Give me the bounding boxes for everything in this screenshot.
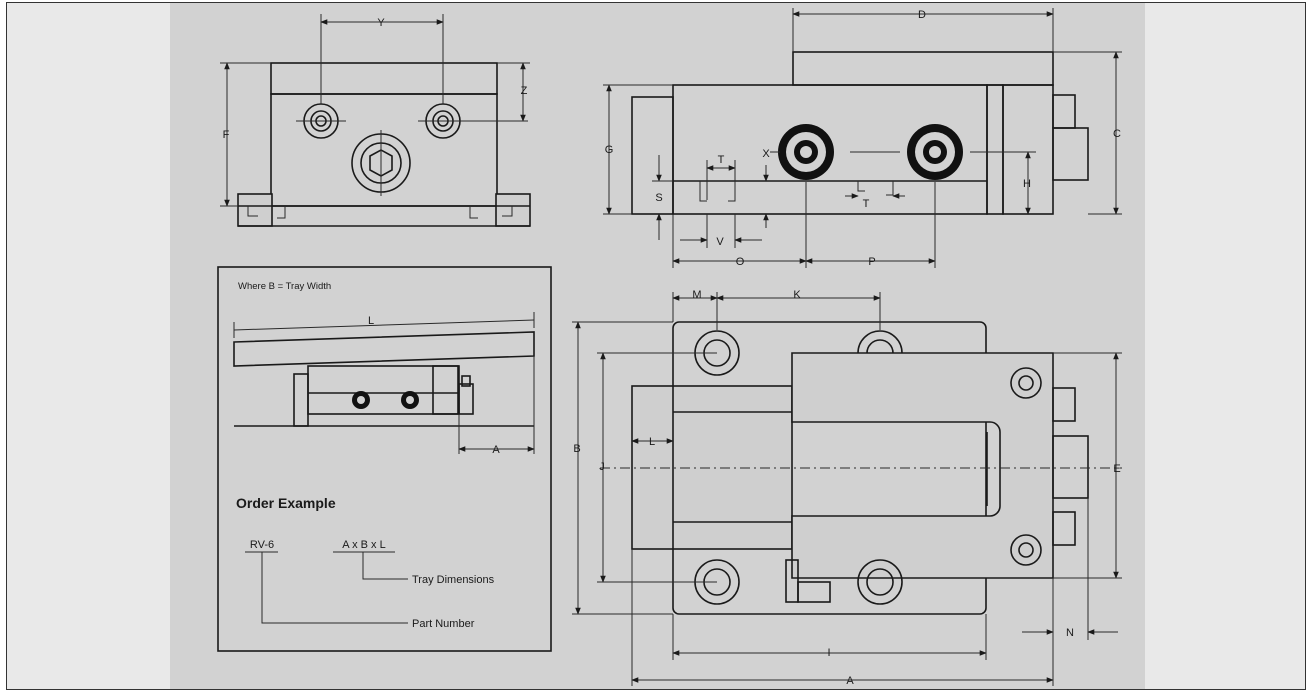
dim-label-t-right: T bbox=[863, 198, 870, 210]
port-circle bbox=[303, 103, 461, 193]
dim-label-l-callout: L bbox=[368, 315, 374, 327]
drawing-frame bbox=[6, 2, 1306, 690]
front-view bbox=[220, 14, 531, 227]
dim-label-k: K bbox=[793, 289, 801, 301]
dim-label-f: F bbox=[223, 129, 230, 141]
dim-label-t: T bbox=[718, 154, 725, 166]
part-number-label: Part Number bbox=[412, 618, 475, 630]
order-example-title: Order Example bbox=[236, 495, 336, 511]
dim-label-b: B bbox=[573, 443, 580, 455]
plan-view bbox=[572, 292, 1122, 686]
dim-label-o: O bbox=[736, 256, 745, 268]
callout-caption: Where B = Tray Width bbox=[238, 281, 331, 292]
dim-label-h: H bbox=[1023, 178, 1031, 190]
port-circle bbox=[778, 124, 963, 180]
dim-label-a-bottom: A bbox=[846, 675, 854, 687]
dim-label-s: S bbox=[655, 192, 662, 204]
dim-label-e: E bbox=[1113, 463, 1120, 475]
dim-label-a-callout: A bbox=[492, 444, 500, 456]
dims-code: A x B x L bbox=[342, 539, 385, 551]
dimension-labels: Y Z F D C G H S T X T V O P M K B J L E … bbox=[223, 9, 1121, 687]
order-example-text: Where B = Tray Width Order Example RV-6 … bbox=[236, 281, 495, 630]
order-example-box bbox=[217, 266, 552, 652]
tray-dimensions-label: Tray Dimensions bbox=[412, 574, 495, 586]
dim-label-y: Y bbox=[377, 17, 385, 29]
dim-label-n: N bbox=[1066, 627, 1074, 639]
dim-label-p: P bbox=[868, 256, 875, 268]
dim-label-z: Z bbox=[521, 85, 528, 97]
dim-label-i: I bbox=[827, 647, 830, 659]
port-circle bbox=[694, 330, 1042, 605]
dim-label-m: M bbox=[692, 289, 701, 301]
dim-label-d: D bbox=[918, 9, 926, 21]
dim-label-l-plan: L bbox=[649, 436, 655, 448]
dim-label-v: V bbox=[716, 236, 724, 248]
dim-label-g: G bbox=[605, 144, 614, 156]
dim-label-j: J bbox=[599, 461, 605, 473]
part-code: RV-6 bbox=[250, 539, 274, 551]
side-view bbox=[603, 8, 1122, 268]
dim-label-x: X bbox=[762, 148, 770, 160]
dim-label-c: C bbox=[1113, 128, 1121, 140]
